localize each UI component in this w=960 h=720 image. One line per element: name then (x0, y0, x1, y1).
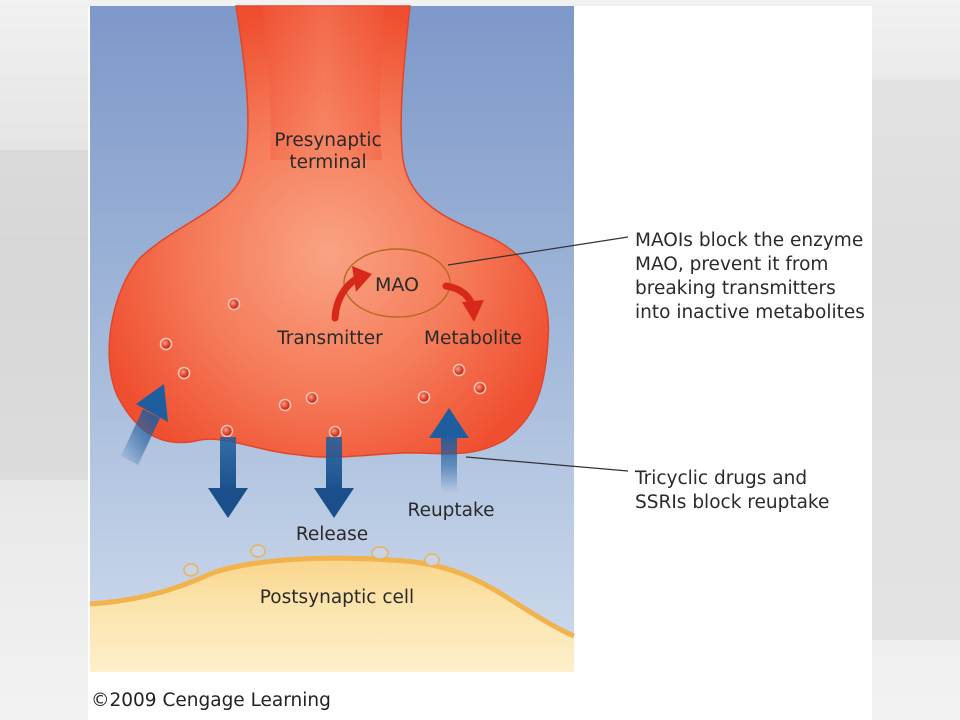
tricyclic-note-line1: Tricyclic drugs and (635, 468, 808, 489)
postsynaptic-membrane (89, 555, 575, 639)
reuptake-label: Reuptake (408, 500, 495, 521)
receptor-sites (183, 544, 440, 577)
tricyclic-note-line2: SSRIs block reuptake (635, 492, 830, 513)
maoi-note-line1: MAOIs block the enzyme (635, 230, 864, 251)
mao-enzyme-ellipse (343, 248, 451, 318)
tricyclic-note: Tricyclic drugs and SSRIs block reuptake (635, 467, 829, 515)
release-arrow-right (314, 437, 354, 518)
transmitter-label: Transmitter (276, 328, 383, 349)
transmitter-to-mao-arrow (331, 266, 372, 322)
release-label: Release (296, 524, 368, 545)
maoi-callout-line (447, 236, 629, 266)
presynaptic-label-line1: Presynaptic (274, 130, 381, 151)
metabolite-label: Metabolite (424, 328, 522, 349)
reuptake-arrow-left (121, 384, 168, 465)
mao-to-metabolite-arrow (442, 282, 484, 322)
postsynaptic-label: Postsynaptic cell (260, 587, 414, 608)
tricyclic-callout-line (465, 456, 629, 472)
postsynaptic-cell (90, 558, 574, 672)
axon-stalk-highlight (262, 6, 385, 160)
maoi-note-line4: into inactive metabolites (635, 302, 865, 323)
maoi-note-line3: breaking transmitters (635, 278, 836, 299)
maoi-note: MAOIs block the enzyme MAO, prevent it f… (635, 229, 865, 325)
transmitter-vesicles (159, 297, 487, 439)
mao-label: MAO (375, 274, 419, 296)
reuptake-arrow-right (429, 408, 469, 492)
release-arrow-left (208, 437, 248, 518)
presynaptic-terminal (108, 5, 550, 458)
copyright-text: ©2009 Cengage Learning (91, 690, 331, 711)
maoi-note-line2: MAO, prevent it from (635, 254, 829, 275)
presynaptic-label-line2: terminal (289, 152, 366, 173)
